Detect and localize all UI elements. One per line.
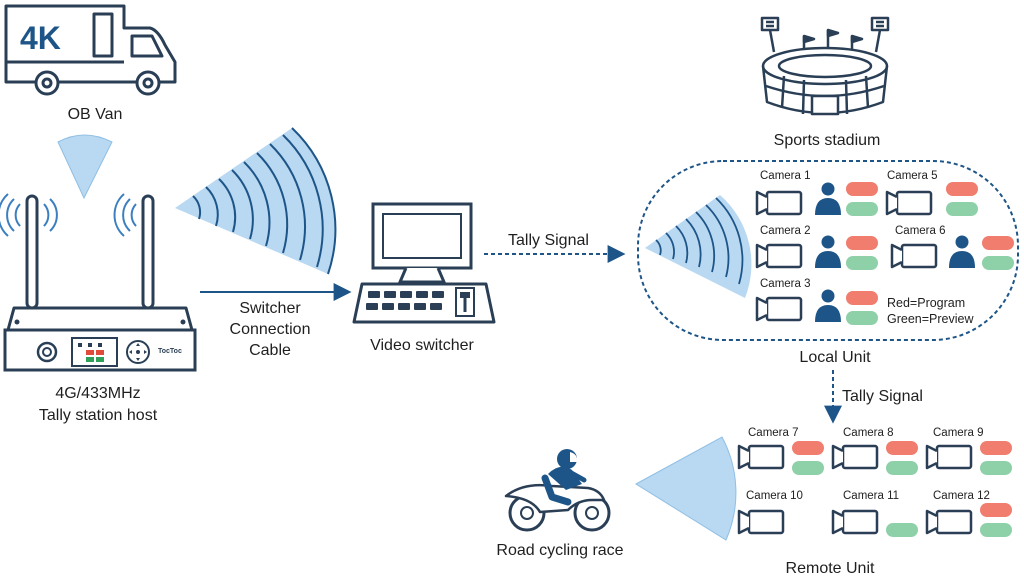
road-cycling-icon [504,449,611,532]
race-label: Road cycling race [496,542,624,559]
remote-camera-label: Camera 11 [843,490,900,502]
station-broadcast-wave-icon [175,127,337,275]
stadium-label: Sports stadium [773,132,881,149]
remote-camera-label: Camera 9 [933,427,984,439]
tally-lamp-pair [792,441,824,475]
tally-lamp-pair [846,291,878,325]
legend-green: Green=Preview [887,312,974,326]
camera-icon [755,296,803,322]
local-camera-label: Camera 3 [760,278,811,290]
camera-icon [755,190,803,216]
station-label-line2: Tally station host [38,407,158,424]
cable-label-line3: Cable [249,342,291,359]
video-switcher-icon [352,202,496,324]
remote-camera-label: Camera 8 [843,427,894,439]
local-camera-label: Camera 1 [760,170,811,182]
operator-icon [815,182,841,215]
tally-lamp-pair [982,236,1014,270]
ob-van-label: OB Van [67,106,123,123]
antenna-signal-icon [0,193,137,237]
cable-label-line1: Switcher [239,300,301,317]
legend-red: Red=Program [887,296,966,310]
tally-lamp-pair [846,182,878,216]
local-camera-label: Camera 5 [887,170,938,182]
cable-label-line2: Connection [229,321,311,338]
local-unit-label: Local Unit [799,349,871,366]
tally-signal-label-local: Tally Signal [508,232,589,249]
tally-lamp-pair [946,182,978,216]
tally-lamp-pair [980,503,1012,537]
station-label-line1: 4G/433MHz [55,385,141,402]
remote-camera-label: Camera 10 [746,490,803,502]
camera-icon [925,444,973,470]
local-unit-boundary [637,160,1019,341]
camera-icon [925,509,973,535]
camera-icon [755,243,803,269]
operator-icon [949,235,975,268]
remote-camera-label: Camera 12 [933,490,990,502]
tally-signal-label-remote: Tally Signal [842,388,923,405]
station-antenna-icon [25,194,155,310]
camera-icon [737,444,785,470]
ob-van-wave-icon [57,134,113,200]
camera-icon [831,509,879,535]
operator-icon [815,289,841,322]
tally-lamp-pair [846,236,878,270]
ob-van-badge: 4K [20,20,61,56]
station-brand: TocToc [158,348,182,355]
camera-icon [890,243,938,269]
local-camera-label: Camera 6 [895,225,946,237]
stadium-icon [760,16,890,116]
local-camera-label: Camera 2 [760,225,811,237]
ob-van-icon [4,4,177,96]
remote-unit-label: Remote Unit [785,560,875,577]
tally-lamp-pair [886,523,918,537]
camera-icon [831,444,879,470]
camera-icon [737,509,785,535]
tally-lamp-pair [886,441,918,475]
local-unit-wave-icon [645,195,752,298]
tally-lamp-pair [980,441,1012,475]
remote-camera-label: Camera 7 [748,427,799,439]
remote-unit-wave-icon [635,436,737,541]
operator-icon [815,235,841,268]
station-host-icon [3,306,197,372]
video-switcher-label: Video switcher [370,337,474,354]
camera-icon [885,190,933,216]
